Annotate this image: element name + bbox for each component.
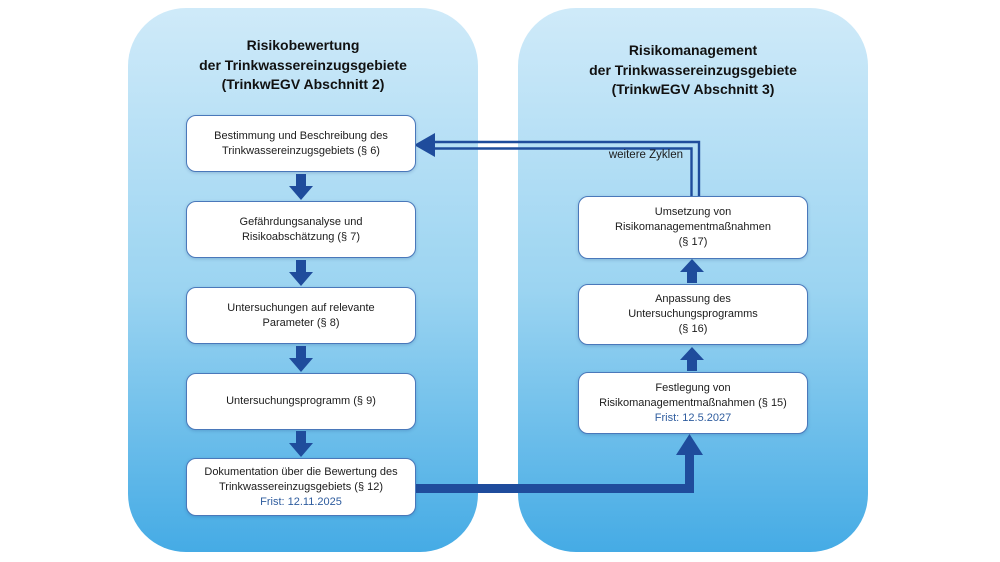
deadline-text: Frist: 12.11.2025 — [260, 495, 342, 508]
right-title-line-2: der Trinkwassereinzugsgebiete — [589, 61, 797, 78]
box-text-line: Untersuchungsprogramms — [628, 308, 758, 320]
box-untersuchungen-parameter: Untersuchungen auf relevante Parameter (… — [186, 287, 416, 344]
box-text-line: Risikomanagementmaßnahmen (§ 15) — [599, 396, 787, 409]
box-gefaehrdungsanalyse: Gefährdungsanalyse und Risikoabschätzung… — [186, 201, 416, 258]
box-text-line: Parameter (§ 8) — [262, 316, 340, 329]
left-title-line-1: Risikobewertung — [246, 37, 360, 53]
box-anpassung-programm: Anpassung des Untersuchungsprogramms (§ … — [578, 284, 808, 345]
box-text-line: Festlegung von — [655, 381, 731, 394]
feedback-cycle-label: weitere Zyklen — [608, 149, 683, 161]
box-text-line: Trinkwassereinzugsgebiets (§ 6) — [222, 144, 380, 157]
deadline-text: Frist: 12.5.2027 — [654, 411, 732, 424]
box-text-line: Risikomanagementmaßnahmen — [615, 221, 771, 233]
box-text-line: Bestimmung und Beschreibung des — [214, 129, 388, 142]
left-title-line-2: der Trinkwassereinzugsgebiete — [199, 56, 407, 73]
box-untersuchungsprogramm: Untersuchungsprogramm (§ 9) — [186, 373, 416, 430]
box-text-line: Untersuchungsprogramm (§ 9) — [226, 395, 376, 407]
box-text-line: Dokumentation über die Bewertung des — [204, 465, 398, 478]
box-text-line: Gefährdungsanalyse und — [239, 215, 363, 228]
box-text-line: Trinkwassereinzugsgebiets (§ 12) — [218, 480, 384, 493]
box-bestimmung-beschreibung: Bestimmung und Beschreibung des Trinkwas… — [186, 115, 416, 172]
box-text-line: (§ 17) — [678, 236, 708, 248]
box-dokumentation: Dokumentation über die Bewertung des Tri… — [186, 458, 416, 516]
left-title-line-3: (TrinkwEGV Abschnitt 2) — [221, 76, 385, 92]
box-text-line: Umsetzung von — [654, 206, 732, 218]
left-panel-title: Risikobewertung der Trinkwassereinzugsge… — [128, 36, 478, 95]
right-title-line-3: (TrinkwEGV Abschnitt 3) — [611, 81, 775, 97]
box-text-line: Untersuchungen auf relevante — [227, 301, 375, 314]
right-title-line-1: Risikomanagement — [628, 42, 758, 58]
box-text-line: Anpassung des — [655, 293, 731, 305]
box-text-line: Risikoabschätzung (§ 7) — [241, 230, 360, 243]
right-panel-title: Risikomanagement der Trinkwassereinzugsg… — [518, 41, 868, 100]
box-umsetzung-massnahmen: Umsetzung von Risikomanagementmaßnahmen … — [578, 196, 808, 259]
box-festlegung-massnahmen: Festlegung von Risikomanagementmaßnahmen… — [578, 372, 808, 434]
box-text-line: (§ 16) — [678, 323, 708, 335]
